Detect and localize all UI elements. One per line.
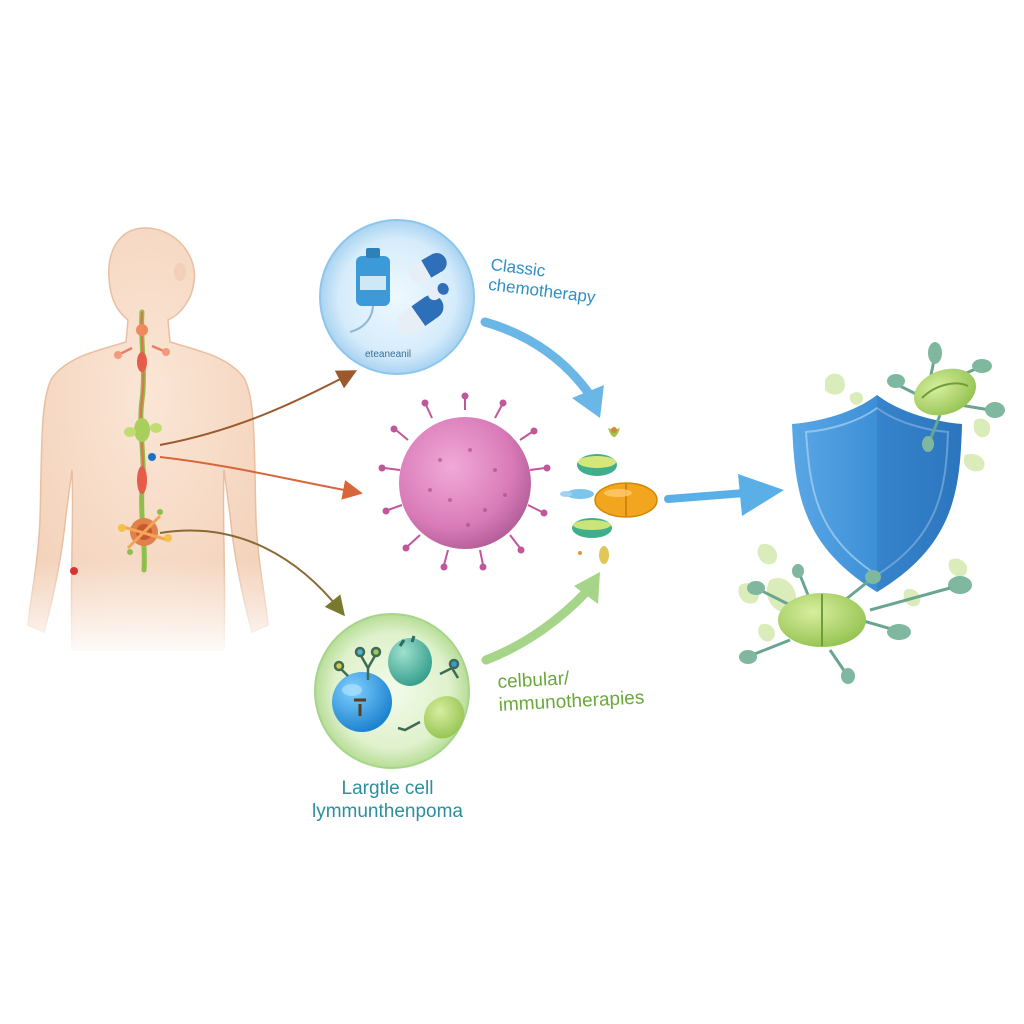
- cancer-cell-virus: [378, 392, 551, 571]
- arrow-body-to-immuno: [159, 529, 345, 617]
- human-body-figure: [0, 227, 300, 660]
- arrow-immuno-to-drugs: [481, 585, 593, 665]
- t-cell-blue-icon: [332, 672, 392, 732]
- capsule-pills-icon: [396, 253, 449, 336]
- arrow-drugs-to-shield: [664, 489, 749, 503]
- arrow-chemo-to-drugs: [480, 317, 595, 400]
- target-cell-label: Largtle cell lymmunthenpoma: [300, 778, 475, 824]
- capsule-teal-icon: [572, 518, 612, 538]
- vial-caption: eteaneanil: [365, 349, 412, 360]
- arrow-body-to-cancer-cell: [159, 456, 363, 500]
- cell-green-icon: [397, 696, 465, 739]
- chemotherapy-circle: [319, 219, 475, 375]
- ear: [174, 263, 186, 281]
- drug-pills-cluster: [560, 427, 658, 564]
- target-cell-label-line2: lymmunthenpoma: [311, 800, 464, 822]
- lymphatic-system: [70, 309, 172, 575]
- capsule-green-icon: [577, 454, 617, 476]
- target-cell-label-line1: Largtle cell: [341, 778, 434, 799]
- immunotherapy-label: celbular/ immunotherapies: [497, 664, 645, 717]
- capsule-orange-icon: [594, 482, 658, 518]
- immunotherapy-circle: [314, 613, 470, 769]
- green-cell-top-icon: [887, 342, 1005, 452]
- arrow-body-to-chemo: [159, 370, 358, 446]
- t-cell-teal-icon: [388, 635, 432, 686]
- iv-bag-icon: [349, 248, 390, 333]
- antibody-icon: [333, 646, 460, 680]
- green-cell-bottom-icon: [739, 564, 972, 684]
- shield-icon: [792, 395, 962, 592]
